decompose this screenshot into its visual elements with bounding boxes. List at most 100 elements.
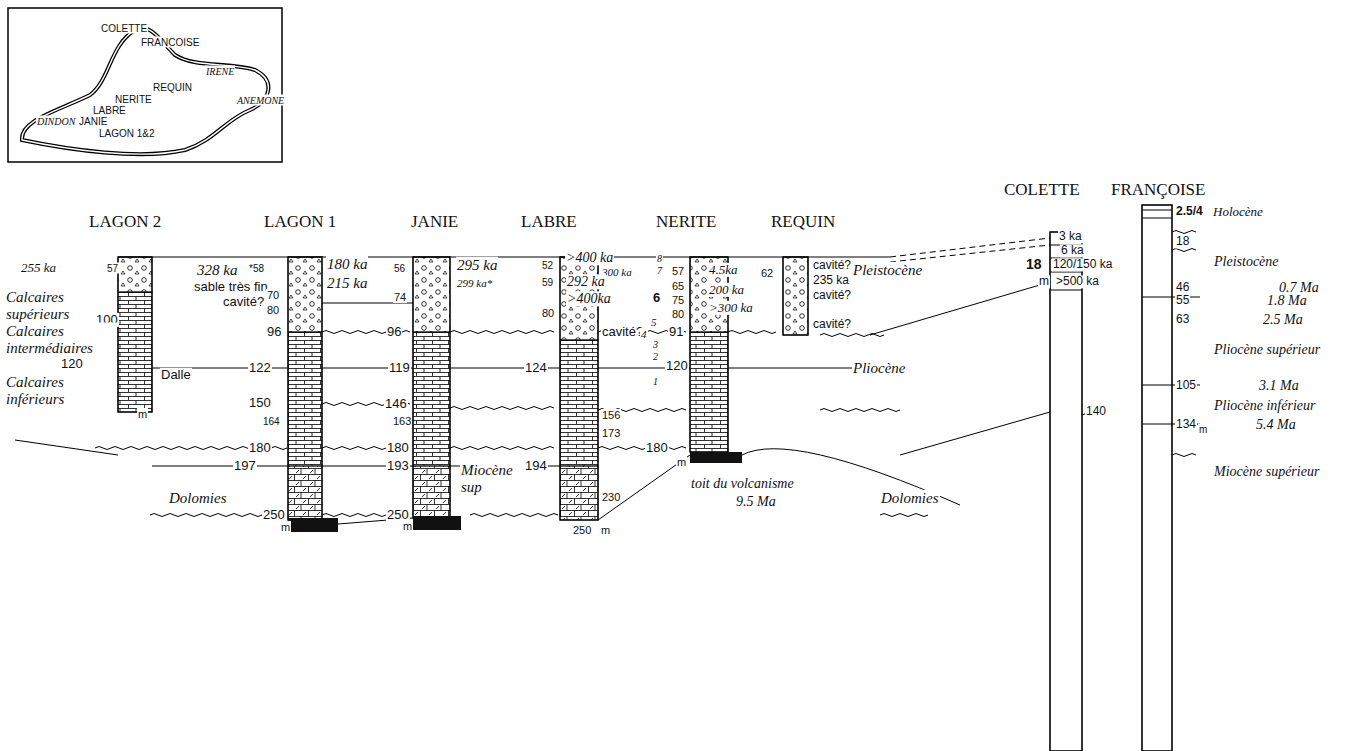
core-label: 62 (760, 267, 774, 279)
well-name: REQUIN (770, 213, 836, 232)
well-name: COLETTE (1003, 181, 1081, 200)
core-label: 46 (1175, 281, 1190, 294)
core-label: m (676, 456, 687, 468)
correlation-line (870, 282, 1050, 335)
core-label: 120/150 ka (1052, 258, 1113, 271)
core-label: m (1198, 424, 1208, 435)
core-label: 96 (266, 325, 282, 339)
core-label: 3.1 Ma (1258, 378, 1300, 393)
unconformity (820, 409, 900, 412)
core-label: 4.5ka (708, 263, 739, 277)
core-label: toit du volcanisme (690, 476, 795, 491)
core-label: 250 (572, 524, 592, 536)
core-section (560, 340, 598, 466)
core-label: Pliocène inférieur (1213, 398, 1316, 413)
core-label: Calcaires intermédiaires (5, 323, 117, 356)
core-label: 18 (1025, 257, 1043, 272)
well-name: LABRE (520, 213, 578, 232)
core-label: 230 (601, 491, 621, 503)
core-label: 119 (388, 361, 411, 375)
volcanic-basement (413, 516, 461, 530)
correlation-line (900, 412, 1050, 455)
core-boundary (1050, 290, 1082, 291)
core-label: 173 (601, 427, 621, 439)
core-boundary (1142, 424, 1172, 425)
core-label: cavité? (812, 259, 852, 272)
core-label: 18 (1175, 235, 1190, 248)
core-label: 120 (60, 357, 84, 371)
core-label: cavité? (601, 325, 644, 339)
core-section (288, 466, 322, 520)
core-section (118, 292, 152, 412)
core-label: 9.5 Ma (735, 494, 777, 509)
core-boundary (1142, 385, 1172, 386)
core-label: 2.5 Ma (1262, 312, 1304, 327)
core-label: 140 (1085, 405, 1107, 418)
atoll-outline (22, 28, 268, 154)
core-column (783, 257, 808, 335)
core-column (118, 257, 152, 412)
core-label: 235 ka (812, 274, 850, 287)
core-label: 164 (262, 416, 281, 427)
core-label: Pliocène supérieur (1213, 342, 1321, 357)
core-label: >300 ka (708, 301, 754, 315)
core-label: 255 ka (20, 261, 57, 275)
map-label: LAGON 1&2 (98, 128, 156, 139)
core-boundary (1142, 210, 1172, 211)
core-label: 180 (386, 441, 410, 455)
core-label: 63 (1175, 313, 1190, 326)
core-label: Miocène supérieur (1213, 464, 1320, 479)
core-label: 163 (392, 415, 412, 427)
core-column (1142, 205, 1172, 751)
core-section (288, 257, 322, 332)
inset-frame (8, 8, 282, 162)
core-section (783, 257, 808, 335)
core-label: 1 (652, 376, 659, 387)
core-section (560, 466, 598, 520)
core-label: 6 ka (1060, 244, 1085, 257)
core-label: 122 (248, 361, 272, 375)
correlation-line (152, 466, 288, 467)
map-label: NERITE (114, 94, 153, 105)
map-label: ANEMONE (236, 95, 285, 106)
map-label: COLETTE (100, 23, 148, 34)
core-label: 52 (541, 260, 554, 271)
atoll-outline (22, 28, 268, 154)
unconformity (1172, 249, 1196, 252)
core-label: *58 (248, 263, 265, 274)
core-label: 65 (671, 280, 685, 292)
core-label: 74 (393, 291, 407, 303)
core-label: 70 (266, 289, 280, 301)
unconformity (820, 334, 884, 337)
core-column (1050, 232, 1082, 751)
core-column (413, 257, 450, 518)
core-label: 150 (248, 396, 272, 410)
core-label: 57 (671, 265, 685, 277)
core-label: 59 (541, 277, 554, 288)
core-section (1050, 232, 1082, 751)
core-label: 194 (524, 459, 548, 473)
well-name: LAGON 1 (263, 213, 337, 232)
core-label: Pleistocène (852, 262, 923, 279)
core-label: 292 ka (566, 274, 606, 289)
core-label: Pleistocène (1213, 254, 1280, 269)
core-label: 134 (1175, 418, 1197, 431)
core-label: Dolomies (168, 490, 228, 507)
core-boundary (1050, 272, 1082, 273)
core-label: 91 (668, 325, 684, 339)
core-label: Holocène (1212, 205, 1264, 219)
unconformity (470, 514, 558, 517)
core-label: 8 (656, 253, 663, 264)
core-label: 156 (601, 409, 621, 421)
unconformity (880, 514, 928, 517)
unconformity (598, 447, 686, 450)
core-boundary (1142, 218, 1172, 219)
core-label: 56 (393, 263, 406, 274)
map-label: REQUIN (152, 82, 193, 93)
core-section (118, 257, 152, 292)
unconformity (450, 447, 554, 450)
core-section (413, 466, 450, 518)
volcanic-basement (690, 452, 742, 463)
core-label: cavité? (812, 289, 852, 302)
